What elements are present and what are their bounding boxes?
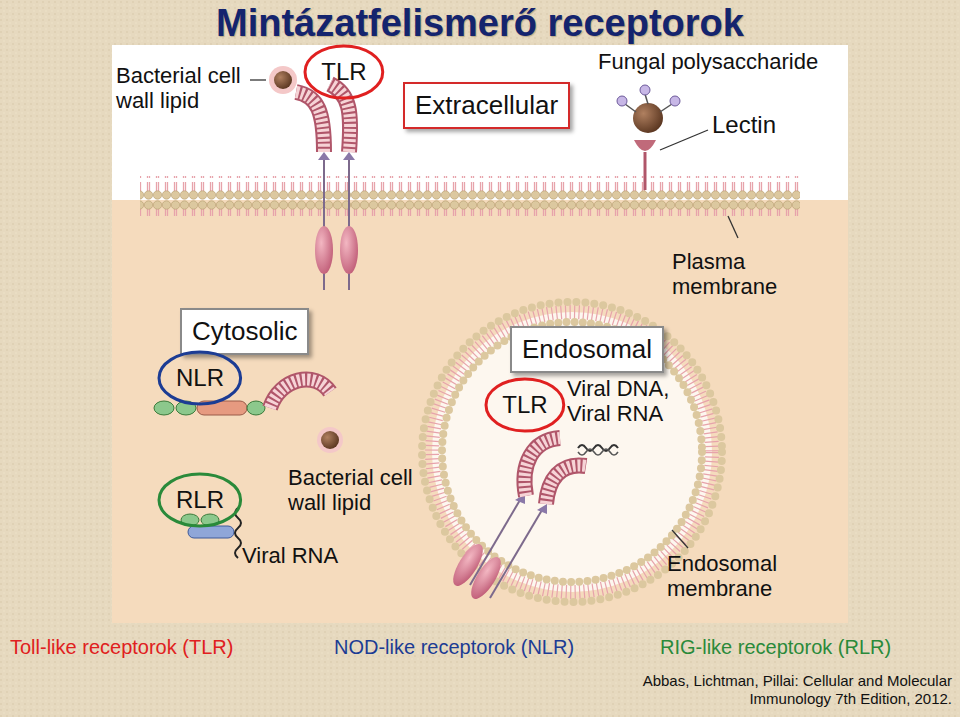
lectin-receptor-part [670, 96, 680, 106]
surface-tlr-part [296, 92, 324, 152]
rlr-molecule-part [188, 526, 234, 538]
lectin-receptor-part [640, 85, 650, 95]
ligand-label: Viral RNA [242, 544, 338, 569]
node-text: NLR [176, 364, 224, 392]
endosomal-tlr-part [672, 530, 688, 548]
structure-label: Endosomal membrane [667, 552, 807, 601]
surface-tlr-part [318, 152, 355, 160]
molecule-label: Lectin [712, 112, 776, 139]
compartment-box: Extracellular [403, 82, 570, 129]
endosomal-tlr-part [578, 445, 618, 451]
circle-outline-shape [159, 352, 241, 404]
surface-tlr-part [315, 226, 333, 274]
molecule-label: Bacterial cell wall lipid [116, 64, 276, 113]
surface-tlr-part [296, 92, 324, 152]
lectin-receptor-part [625, 104, 636, 112]
receptor-circle: TLR [303, 44, 385, 100]
node-text: TLR [321, 58, 366, 86]
plasma-membrane-part [140, 176, 800, 216]
lectin-receptor-part [633, 103, 663, 133]
circle-outline-shape [305, 46, 383, 98]
rlr-molecule-part [235, 508, 241, 558]
endosome-part [442, 322, 702, 582]
lectin-receptor-part [660, 130, 708, 150]
endosomal-tlr [448, 438, 688, 603]
nlr-molecule-part [270, 379, 330, 408]
nlr-molecule-part [247, 401, 265, 415]
node-text: RLR [176, 486, 224, 514]
background-part [112, 45, 848, 623]
surface-tlr-part [274, 71, 292, 89]
title: Mintázatfelismerő receptorok [0, 2, 960, 45]
ligand-label: Viral DNA, Viral RNA [567, 377, 697, 426]
lectin-receptor [617, 85, 738, 238]
endosome-part [432, 312, 712, 592]
endosomal-tlr-part [490, 510, 542, 598]
citation-caption: Abbas, Lichtman, Pillai: Cellular and Mo… [632, 672, 952, 708]
circle-outline-shape [159, 474, 241, 526]
receptor-family-label: NOD-like receptorok (NLR) [334, 636, 574, 658]
molecule-label: Fungal polysaccharide [598, 50, 818, 75]
receptor-circle: NLR [157, 350, 243, 406]
node-text: TLR [502, 391, 547, 419]
surface-tlr-part [340, 226, 358, 274]
endosomal-tlr-part [578, 449, 618, 455]
surface-tlr-part [330, 84, 350, 152]
endosome-part [432, 312, 712, 592]
surface-tlr [250, 66, 358, 290]
compartment-box: Cytosolic [180, 308, 309, 355]
surface-tlr-part [250, 79, 266, 80]
nlr-molecule-part [321, 431, 339, 449]
lectin-receptor-part [660, 104, 672, 112]
endosomal-tlr-part [546, 465, 586, 504]
endosomal-tlr-part [546, 465, 586, 504]
lectin-receptor-part [644, 152, 647, 190]
receptor-family-label: RIG-like receptorok (RLR) [660, 636, 891, 658]
receptor-family-label: Toll-like receptorok (TLR) [10, 636, 233, 658]
surface-tlr-part [330, 84, 350, 152]
nlr-molecule-part [154, 401, 174, 415]
nlr-molecule-part [317, 427, 343, 453]
node-text: Extracellular [415, 90, 558, 121]
lectin-receptor-part [645, 94, 648, 104]
lectin-receptor-part [728, 216, 738, 238]
surface-tlr-part [269, 66, 297, 94]
structure-label: Plasma membrane [672, 250, 812, 299]
receptor-circle: TLR [484, 377, 566, 433]
node-text: Endosomal [522, 334, 652, 365]
plasma-membrane [140, 176, 800, 216]
nlr-molecule-part [270, 379, 330, 408]
node-text: Cytosolic [192, 316, 297, 347]
background-part [112, 200, 848, 623]
compartment-box: Endosomal [510, 326, 664, 373]
lectin-receptor-part [634, 140, 656, 151]
endosomal-tlr-part [466, 553, 507, 603]
circle-outline-shape [486, 379, 564, 431]
receptor-circle: RLR [157, 472, 243, 528]
lectin-receptor-part [617, 96, 627, 106]
molecule-label: Bacterial cell wall lipid [288, 466, 448, 515]
